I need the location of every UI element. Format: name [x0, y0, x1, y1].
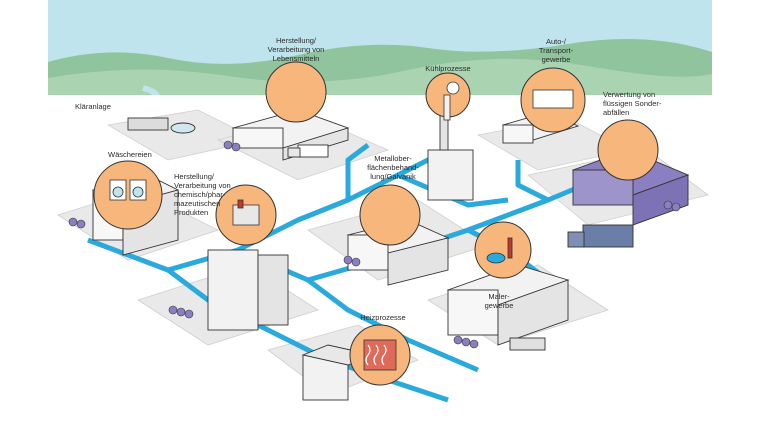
label-waeschereien: Wäschereien: [108, 150, 152, 159]
scene-svg: [48, 0, 712, 440]
label-klaeranlage: Kläranlage: [75, 102, 111, 111]
label-kuehlprozesse: Kühlprozesse: [425, 64, 471, 73]
label-lebensmittel: Herstellung/ Verarbeitung von Lebensmitt…: [267, 36, 325, 63]
label-pharma: Herstellung/ Verarbeitung von chemisch/p…: [174, 172, 231, 217]
chimney-icon: [443, 81, 460, 121]
barrel-icon: [68, 140, 681, 349]
label-galvanik: Metallober- flächenbehand- lung/Galvanik: [367, 154, 419, 181]
factory-icon: [232, 199, 260, 226]
truck-icon: [532, 89, 574, 109]
label-heiz: Heizprozesse: [360, 313, 406, 322]
label-maler: Maler- gewerbe: [484, 292, 514, 310]
paint-bucket-icon: [486, 237, 513, 264]
radiator-icon: [363, 339, 397, 371]
label-sonderabfaelle: Verwertung von flüssigen Sonder- abfälle…: [603, 90, 662, 117]
label-auto: Auto-/ Transport- gewerbe: [538, 37, 574, 64]
washing-machine-icon: [109, 179, 147, 201]
industrial-wastewater-illustration: Kläranlage Herstellung/ Verarbeitung von…: [48, 0, 712, 440]
